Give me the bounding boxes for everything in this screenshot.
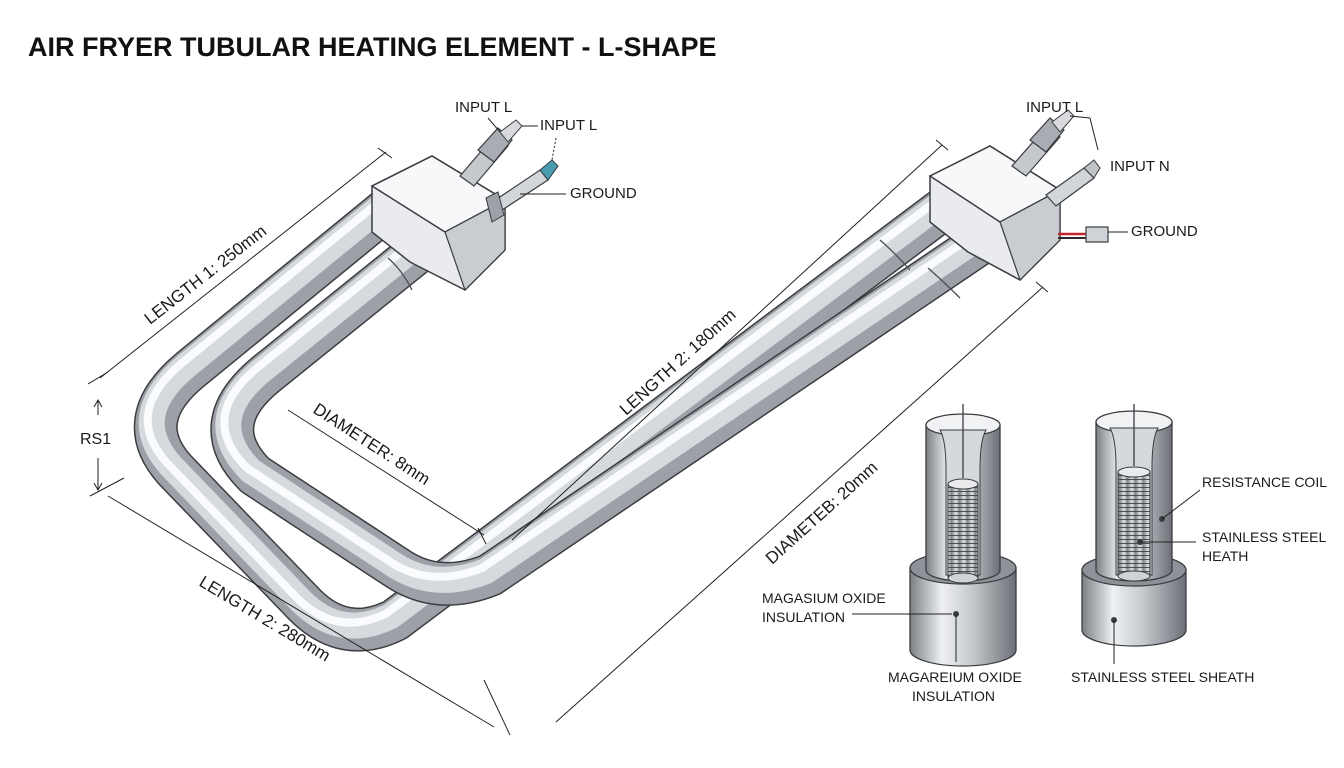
stainless-steel-side-label-1: STAINLESS STEEL (1202, 529, 1326, 545)
diameter-outer-label: DIAMETEB: 20mm (762, 458, 881, 568)
page-title: AIR FRYER TUBULAR HEATING ELEMENT - L-SH… (28, 32, 717, 62)
rs1-label: RS1 (80, 431, 111, 448)
right-input-l-leader-2 (1089, 117, 1099, 151)
tube-seams (387, 239, 961, 299)
right-ground-label: GROUND (1131, 223, 1198, 240)
cross-section-right (1081, 404, 1187, 647)
left-input-l-leader-1 (487, 117, 501, 133)
mgo-insulation-bottom-label-1: MAGAREIUM OXIDE (888, 669, 1022, 685)
left-terminal-block (370, 119, 559, 292)
dimension-lines (87, 139, 1049, 736)
cross-section-left (909, 404, 1017, 667)
right-input-l-leader (1069, 115, 1091, 119)
tube-outer (133, 182, 969, 652)
stainless-steel-bottom-label: STAINLESS STEEL SHEATH (1071, 669, 1254, 685)
right-input-n-label: INPUT N (1110, 158, 1170, 175)
right-terminal-block (928, 109, 1109, 282)
left-input-l-label-2: INPUT L (540, 117, 597, 134)
stainless-steel-side-label-2: HEATH (1202, 548, 1248, 564)
mgo-insulation-bottom-label-2: INSULATION (912, 688, 995, 704)
mgo-insulation-side-label-1: MAGASIUM OXIDE (762, 590, 886, 606)
left-input-l-label-1: INPUT L (455, 99, 512, 116)
mgo-insulation-side-label-2: INSULATION (762, 609, 845, 625)
right-input-l-label: INPUT L (1026, 99, 1083, 116)
resistance-coil-leader (1161, 489, 1201, 520)
left-ground-label: GROUND (570, 185, 637, 202)
tube-inner (210, 211, 1013, 606)
resistance-coil-label: RESISTANCE COIL (1202, 474, 1327, 490)
diameter-inner-label: DIAMETER: 8mm (310, 399, 434, 488)
left-input-l-leader-3 (551, 137, 557, 161)
